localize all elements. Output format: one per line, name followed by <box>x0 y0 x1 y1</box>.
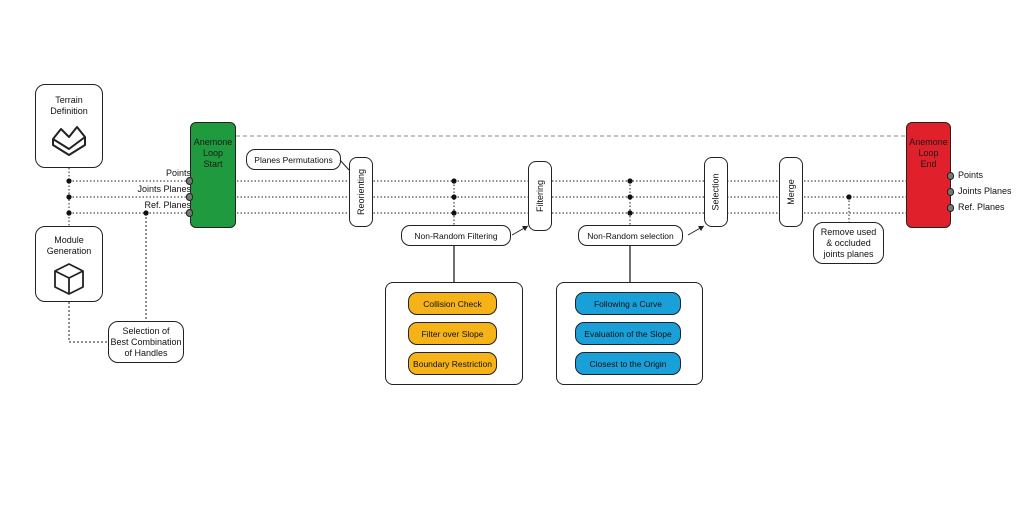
remove-joints-planes-node: Remove used & occluded joints planes <box>813 222 884 264</box>
evaluation-of-slope-option: Evaluation of the Slope <box>575 322 681 345</box>
collision-check-option: Collision Check <box>408 292 497 315</box>
input-joints-planes-label: Joints Planes <box>137 184 191 194</box>
terrain-definition-node: Terrain Definition <box>35 84 103 168</box>
loop-start-port-points <box>186 177 193 185</box>
following-a-curve-option: Following a Curve <box>575 292 681 315</box>
terrain-icon <box>52 126 86 156</box>
anemone-loop-start: Anemone Loop Start <box>190 122 236 228</box>
loop-end-port-joints <box>947 188 954 196</box>
terrain-definition-label: Terrain Definition <box>50 95 88 116</box>
reorienting-label: Reorienting <box>356 168 366 216</box>
merge-node: Merge <box>779 157 803 227</box>
non-random-filtering-node: Non-Random Filtering <box>401 225 511 246</box>
handles-selection-node: Selection of Best Combination of Handles <box>108 321 184 363</box>
selection-label: Selection <box>711 173 721 211</box>
filtering-label: Filtering <box>535 179 546 213</box>
loop-end-port-points <box>947 172 954 180</box>
loop-end-port-ref <box>947 204 954 212</box>
output-points-label: Points <box>958 170 984 180</box>
closest-to-origin-option: Closest to the Origin <box>575 352 681 375</box>
module-generation-label: Module Generation <box>46 235 92 256</box>
selection-node: Selection <box>704 157 728 227</box>
filtering-node: Filtering <box>528 161 552 231</box>
cube-icon <box>54 263 84 295</box>
planes-permutations-node: Planes Permutations <box>246 149 341 170</box>
module-generation-node: Module Generation <box>35 226 103 302</box>
filter-over-slope-option: Filter over Slope <box>408 322 497 345</box>
output-ref-planes-label: Ref. Planes <box>958 202 1005 212</box>
non-random-selection-node: Non-Random selection <box>578 225 683 246</box>
reorienting-node: Reorienting <box>349 157 373 227</box>
input-ref-planes-label: Ref. Planes <box>144 200 191 210</box>
loop-start-port-ref <box>186 209 193 217</box>
anemone-loop-end: Anemone Loop End <box>906 122 951 228</box>
boundary-restriction-option: Boundary Restriction <box>408 352 497 375</box>
output-joints-planes-label: Joints Planes <box>958 186 1012 196</box>
loop-start-port-joints <box>186 193 193 201</box>
merge-label: Merge <box>786 179 797 205</box>
input-points-label: Points <box>165 168 191 178</box>
